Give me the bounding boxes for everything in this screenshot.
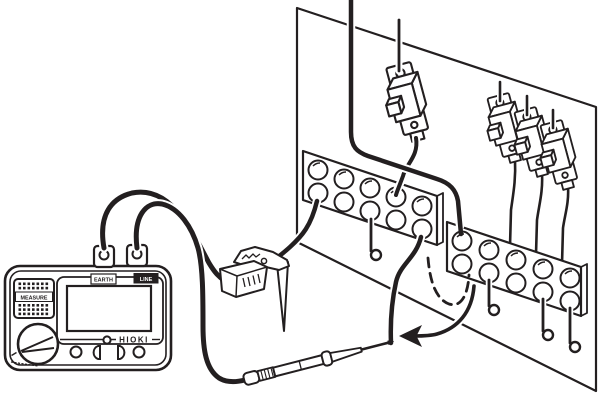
test-lead-plugs: [92, 243, 149, 269]
ring-lug-wires-right: [485, 276, 582, 354]
speaker-grille: MEASURE: [13, 278, 55, 319]
main-breaker-to-left-block-wire: [393, 134, 421, 197]
grille-label: MEASURE: [21, 295, 48, 301]
grille-dots: [18, 282, 49, 316]
svg-text:LINE: LINE: [140, 277, 153, 283]
svg-text:HIOKI: HIOKI: [119, 336, 149, 345]
meter-buttons[interactable]: [69, 335, 146, 360]
button-d-left: [92, 345, 101, 360]
svg-text:EARTH: EARTH: [94, 278, 113, 284]
arrowhead-icon: [399, 325, 422, 347]
branch-breaker-output-wires: [507, 157, 572, 267]
button-small-round: [102, 335, 112, 345]
service-supply-wire: [346, 0, 465, 237]
line-jack-label: LINE: [133, 273, 159, 284]
test-probe: [242, 340, 394, 386]
button-round-1: [69, 345, 83, 359]
terminal-screws-right: [451, 230, 581, 312]
branch-breaker-supply-wires: [497, 79, 556, 131]
move-probe-arrow: [399, 284, 478, 347]
button-d-right: [117, 345, 126, 360]
hioki-meter: MEASURE EARTH LINE HIOKI: [3, 264, 173, 372]
clip-spike: [276, 261, 289, 332]
button-round-2: [132, 345, 146, 359]
earth-jack-label: EARTH: [90, 273, 117, 285]
line-cable: [131, 199, 250, 387]
knob-fine-print: [10, 361, 39, 367]
alligator-clip: [219, 246, 290, 332]
rotary-knob[interactable]: [10, 322, 60, 367]
lcd-display: [65, 284, 153, 333]
dashed-route: [426, 256, 471, 307]
terminal-block-right: [445, 220, 588, 318]
